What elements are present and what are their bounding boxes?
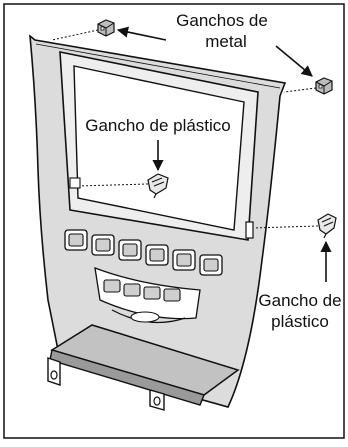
plastic-clip-label-top: Gancho de plástico [85,116,231,135]
plastic-clip-icon [317,213,337,239]
metal-clip-icon [315,77,333,95]
arrow-icon [275,45,313,77]
metal-clips-label-line1: Ganchos de [176,11,268,30]
screen-opening [73,65,245,231]
metal-clips-label-line2: metal [205,32,247,51]
diagram-border [3,3,345,439]
plastic-clip-icon [147,173,169,199]
mounting-bracket [47,324,240,411]
plastic-clip-label-side-line1: Gancho de [258,291,341,310]
arrow-icon [116,26,167,41]
plastic-clip-label-side-line2: plástico [271,312,329,331]
metal-clip-icon [97,19,115,37]
